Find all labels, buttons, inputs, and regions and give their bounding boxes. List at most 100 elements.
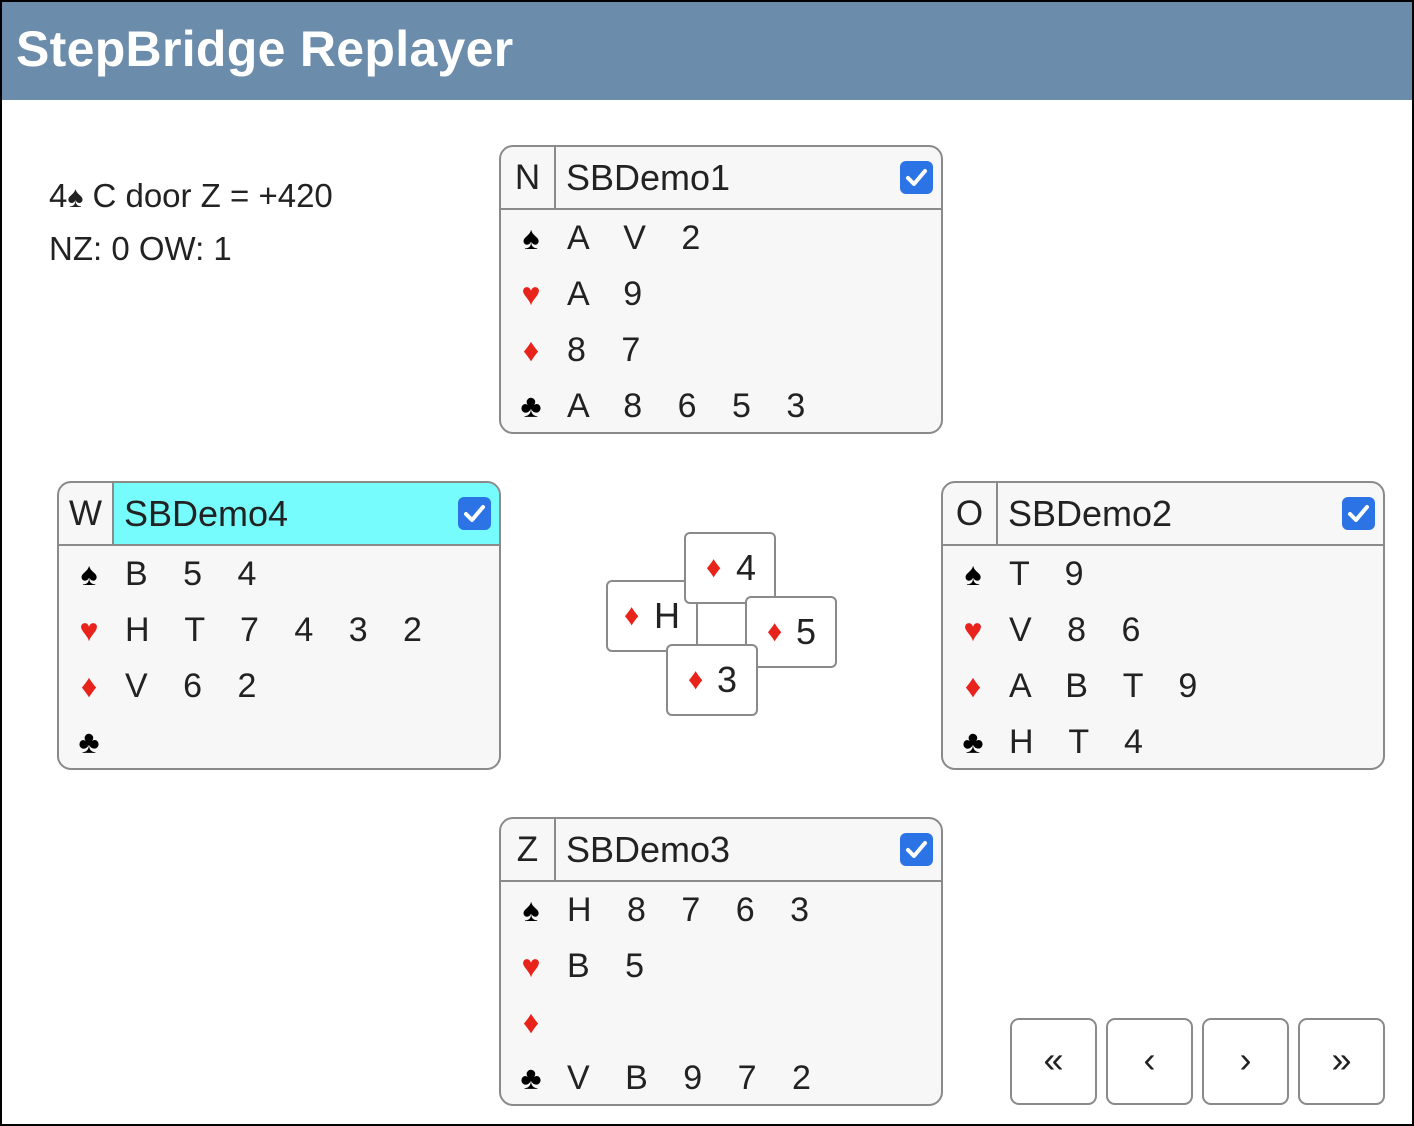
diamond-icon: ♦ (522, 332, 540, 368)
diamond-icon: ♦ (964, 668, 982, 704)
show-hand-checkbox[interactable] (900, 833, 933, 866)
contract-level: 4 (49, 177, 68, 214)
spade-cards[interactable]: A V 2 (567, 219, 714, 257)
checkmark-icon (1348, 505, 1369, 522)
chevron-left-icon: ‹ (1143, 1039, 1156, 1080)
suit-row-hearts: ♥ A 9 (501, 266, 941, 322)
trick-card-south: ♦ 3 (666, 644, 758, 716)
club-cards[interactable]: A 8 6 5 3 (567, 387, 819, 425)
spade-icon: ♠ (964, 556, 982, 592)
suit-row-spades: ♠ T 9 (943, 546, 1383, 602)
diamond-icon: ♦ (767, 615, 783, 648)
spade-cards[interactable]: T 9 (1009, 555, 1097, 593)
suit-row-hearts: ♥ V 8 6 (943, 602, 1383, 658)
player-name: SBDemo4 (124, 493, 289, 534)
hand-header: N SBDemo1 (501, 147, 941, 210)
last-button[interactable]: » (1298, 1018, 1385, 1105)
show-hand-checkbox[interactable] (1342, 497, 1375, 530)
title-bar: StepBridge Replayer (2, 2, 1412, 100)
suit-row-diamonds: ♦ 8 7 (501, 322, 941, 378)
hand-header: O SBDemo2 (943, 483, 1383, 546)
heart-cards[interactable]: H T 7 4 3 2 (125, 611, 435, 649)
player-name: SBDemo1 (566, 157, 731, 198)
diamond-icon: ♦ (706, 551, 722, 584)
player-name: SBDemo3 (566, 829, 731, 870)
suit-row-spades: ♠ B 5 4 (59, 546, 499, 602)
heart-icon: ♥ (521, 276, 541, 312)
trick-rank: 4 (736, 547, 757, 588)
checkmark-icon (906, 841, 927, 858)
checkmark-icon (906, 169, 927, 186)
player-name: SBDemo2 (1008, 493, 1173, 534)
diamond-icon: ♦ (522, 1004, 540, 1040)
hand-west: W SBDemo4 ♠ B 5 4 ♥ H T 7 4 3 2 ♦ V 6 2 … (57, 481, 501, 770)
hand-north: N SBDemo1 ♠ A V 2 ♥ A 9 ♦ 8 7 ♣ A 8 6 5 … (499, 145, 943, 434)
app-title: StepBridge Replayer (16, 21, 514, 77)
seat-label: N (501, 147, 556, 208)
club-icon: ♣ (520, 1060, 542, 1096)
club-cards[interactable]: V B 9 7 2 (567, 1059, 824, 1097)
trick-card-east: ♦ 5 (745, 596, 837, 668)
spade-icon: ♠ (67, 181, 84, 214)
trick-card-west: ♦ H (606, 580, 698, 652)
hand-south: Z SBDemo3 ♠ H 8 7 6 3 ♥ B 5 ♦ ♣ V B 9 7 … (499, 817, 943, 1106)
hand-header: Z SBDemo3 (501, 819, 941, 882)
spade-cards[interactable]: B 5 4 (125, 555, 270, 593)
heart-cards[interactable]: B 5 (567, 947, 658, 985)
diamond-cards[interactable]: 8 7 (567, 331, 654, 369)
tricks-count: NZ: 0 OW: 1 (49, 230, 232, 267)
first-button[interactable]: « (1010, 1018, 1097, 1105)
next-button[interactable]: › (1202, 1018, 1289, 1105)
suit-row-spades: ♠ A V 2 (501, 210, 941, 266)
contract-line: 4♠ C door Z = +420 (49, 170, 333, 223)
heart-cards[interactable]: A 9 (567, 275, 656, 313)
seat-label: Z (501, 819, 556, 880)
double-chevron-right-icon: » (1331, 1039, 1352, 1080)
suit-row-diamonds: ♦ (501, 994, 941, 1050)
suit-row-clubs: ♣ H T 4 (943, 714, 1383, 768)
club-icon: ♣ (520, 388, 542, 424)
spade-icon: ♠ (80, 556, 98, 592)
seat-label: O (943, 483, 998, 544)
suit-row-spades: ♠ H 8 7 6 3 (501, 882, 941, 938)
seat-label: W (59, 483, 114, 544)
diamond-cards[interactable]: V 6 2 (125, 667, 270, 705)
suit-row-clubs: ♣ (59, 714, 499, 768)
heart-icon: ♥ (963, 612, 983, 648)
club-cards[interactable]: H T 4 (1009, 723, 1156, 761)
player-west: SBDemo4 (114, 483, 499, 544)
suit-row-diamonds: ♦ V 6 2 (59, 658, 499, 714)
player-south: SBDemo3 (556, 819, 941, 880)
spade-icon: ♠ (522, 220, 540, 256)
hand-east: O SBDemo2 ♠ T 9 ♥ V 8 6 ♦ A B T 9 ♣ H T … (941, 481, 1385, 770)
heart-icon: ♥ (521, 948, 541, 984)
player-north: SBDemo1 (556, 147, 941, 208)
hand-header: W SBDemo4 (59, 483, 499, 546)
show-hand-checkbox[interactable] (458, 497, 491, 530)
spade-icon: ♠ (522, 892, 540, 928)
show-hand-checkbox[interactable] (900, 161, 933, 194)
suit-row-hearts: ♥ B 5 (501, 938, 941, 994)
previous-button[interactable]: ‹ (1106, 1018, 1193, 1105)
contract-result: C door Z = +420 (92, 177, 333, 214)
trick-rank: 5 (796, 611, 817, 652)
spade-cards[interactable]: H 8 7 6 3 (567, 891, 822, 929)
diamond-icon: ♦ (80, 668, 98, 704)
suit-row-diamonds: ♦ A B T 9 (943, 658, 1383, 714)
suit-row-clubs: ♣ A 8 6 5 3 (501, 378, 941, 432)
club-icon: ♣ (78, 724, 100, 760)
trick-card-north: ♦ 4 (684, 532, 776, 604)
heart-icon: ♥ (79, 612, 99, 648)
double-chevron-left-icon: « (1043, 1039, 1064, 1080)
checkmark-icon (464, 505, 485, 522)
club-icon: ♣ (962, 724, 984, 760)
suit-row-hearts: ♥ H T 7 4 3 2 (59, 602, 499, 658)
suit-row-clubs: ♣ V B 9 7 2 (501, 1050, 941, 1104)
heart-cards[interactable]: V 8 6 (1009, 611, 1154, 649)
diamond-icon: ♦ (624, 599, 640, 632)
trick-rank: H (654, 595, 680, 636)
player-east: SBDemo2 (998, 483, 1383, 544)
diamond-cards[interactable]: A B T 9 (1009, 667, 1211, 705)
chevron-right-icon: › (1239, 1039, 1252, 1080)
